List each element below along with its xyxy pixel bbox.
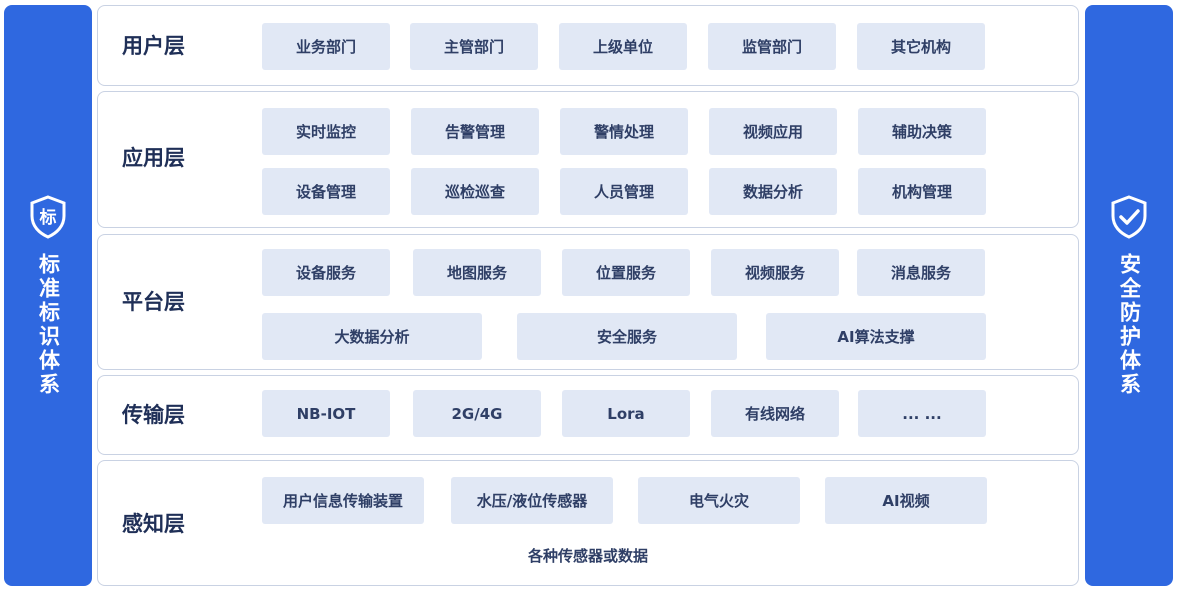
- platform-layer-title: 平台层: [122, 290, 185, 314]
- user-layer-item: 监管部门: [708, 23, 836, 70]
- sensing-layer-title: 感知层: [122, 512, 185, 536]
- transport-layer: 传输层 NB-IOT 2G/4G Lora 有线网络 ... ...: [97, 375, 1079, 455]
- application-layer-item: 视频应用: [709, 108, 837, 155]
- platform-layer-item: 地图服务: [413, 249, 541, 296]
- shield-icon-label: 标: [40, 207, 57, 228]
- sensing-layer-item: 电气火灾: [638, 477, 800, 524]
- security-protection-panel: 安全防护体系: [1085, 5, 1173, 586]
- application-layer-item: 数据分析: [709, 168, 837, 215]
- sensing-layer-item: AI视频: [825, 477, 987, 524]
- application-layer: 应用层 实时监控 告警管理 警情处理 视频应用 辅助决策 设备管理 巡检巡查 人…: [97, 91, 1079, 228]
- application-layer-item: 辅助决策: [858, 108, 986, 155]
- sensing-layer-item: 水压/液位传感器: [451, 477, 613, 524]
- platform-layer-item: 大数据分析: [262, 313, 482, 360]
- transport-layer-item: 有线网络: [711, 390, 839, 437]
- user-layer: 用户层 业务部门 主管部门 上级单位 监管部门 其它机构: [97, 5, 1079, 86]
- transport-layer-title: 传输层: [122, 403, 185, 427]
- left-panel-title: 标准标识体系: [36, 252, 61, 397]
- platform-layer-item: 消息服务: [857, 249, 985, 296]
- application-layer-item: 设备管理: [262, 168, 390, 215]
- user-layer-item: 主管部门: [410, 23, 538, 70]
- application-layer-title: 应用层: [122, 146, 185, 170]
- platform-layer-item: 设备服务: [262, 249, 390, 296]
- transport-layer-item: NB-IOT: [262, 390, 390, 437]
- platform-layer-item: AI算法支撑: [766, 313, 986, 360]
- sensing-layer: 感知层 用户信息传输装置 水压/液位传感器 电气火灾 AI视频 各种传感器或数据: [97, 460, 1079, 586]
- sensing-layer-note: 各种传感器或数据: [527, 547, 648, 565]
- platform-layer: 平台层 设备服务 地图服务 位置服务 视频服务 消息服务 大数据分析 安全服务 …: [97, 234, 1079, 370]
- shield-check-icon: [1111, 194, 1147, 239]
- transport-layer-item: 2G/4G: [413, 390, 541, 437]
- standard-identification-panel: 标 标准标识体系: [4, 5, 92, 586]
- application-layer-item: 警情处理: [560, 108, 688, 155]
- application-layer-item: 机构管理: [858, 168, 986, 215]
- user-layer-title: 用户层: [122, 34, 185, 58]
- application-layer-item: 人员管理: [560, 168, 688, 215]
- platform-layer-item: 位置服务: [562, 249, 690, 296]
- shield-icon: 标: [30, 194, 66, 239]
- right-panel-title: 安全防护体系: [1117, 252, 1142, 397]
- application-layer-item: 巡检巡查: [411, 168, 539, 215]
- user-layer-item: 其它机构: [857, 23, 985, 70]
- application-layer-item: 告警管理: [411, 108, 539, 155]
- platform-layer-item: 视频服务: [711, 249, 839, 296]
- user-layer-item: 上级单位: [559, 23, 687, 70]
- platform-layer-item: 安全服务: [517, 313, 737, 360]
- application-layer-item: 实时监控: [262, 108, 390, 155]
- user-layer-item: 业务部门: [262, 23, 390, 70]
- transport-layer-item: ... ...: [858, 390, 986, 437]
- sensing-layer-item: 用户信息传输装置: [262, 477, 424, 524]
- transport-layer-item: Lora: [562, 390, 690, 437]
